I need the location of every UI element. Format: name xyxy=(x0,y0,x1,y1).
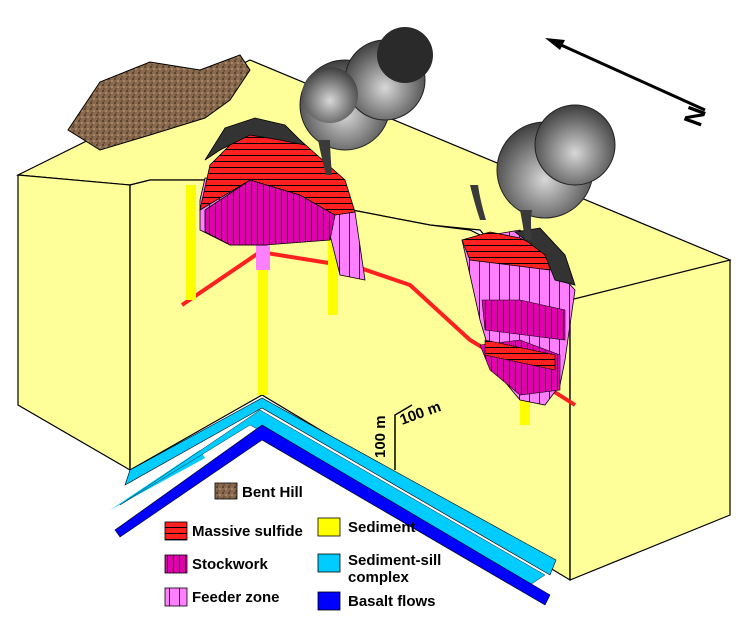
legend-swatch-sediment xyxy=(317,517,341,537)
legend-swatch-stockwork xyxy=(164,554,188,574)
legend-label-sediment: Sediment xyxy=(348,519,416,536)
legend-label-massive-sulfide: Massive sulfide xyxy=(192,523,303,540)
legend-swatch-massive-sulfide xyxy=(164,521,188,541)
legend-item-basalt-flows: Basalt flows xyxy=(317,591,436,611)
legend-item-sediment: Sediment xyxy=(317,517,416,537)
legend-swatch-basalt xyxy=(317,591,341,611)
legend-item-stockwork: Stockwork xyxy=(164,554,269,574)
legend-label-feeder-zone: Feeder zone xyxy=(192,589,280,606)
legend-label-sill-line2: complex xyxy=(348,569,410,586)
sediment-columns xyxy=(186,180,530,425)
legend-item-bent-hill: Bent Hill xyxy=(214,482,303,501)
block-right-face xyxy=(569,259,731,581)
legend-label-sill-line1: Sediment-sill xyxy=(348,552,441,569)
legend-swatch-feeder-zone xyxy=(164,587,188,607)
legend: Bent Hill Massive sulfide Stockwork Feed… xyxy=(164,482,441,611)
scale-vertical-label: 100 m xyxy=(372,415,389,458)
legend-item-massive-sulfide: Massive sulfide xyxy=(164,521,303,541)
legend-label-basalt-flows: Basalt flows xyxy=(348,593,436,610)
right-sulfide-mound xyxy=(461,227,576,406)
legend-swatch-sill xyxy=(317,553,341,573)
legend-swatch-bent-hill xyxy=(214,482,238,500)
legend-label-stockwork: Stockwork xyxy=(192,556,269,573)
north-arrow: N xyxy=(545,38,712,130)
bent-hill-mound xyxy=(67,54,366,281)
black-smoker-plumes xyxy=(299,27,616,240)
block-front-left-face xyxy=(129,179,571,582)
legend-item-feeder-zone: Feeder zone xyxy=(164,587,280,607)
legend-label-bent-hill: Bent Hill xyxy=(242,484,303,501)
basalt-flows-layer xyxy=(114,424,551,606)
legend-item-sediment-sill-complex: Sediment-sill complex xyxy=(317,552,441,586)
block-left-face xyxy=(17,174,131,472)
north-label: N xyxy=(677,102,712,130)
